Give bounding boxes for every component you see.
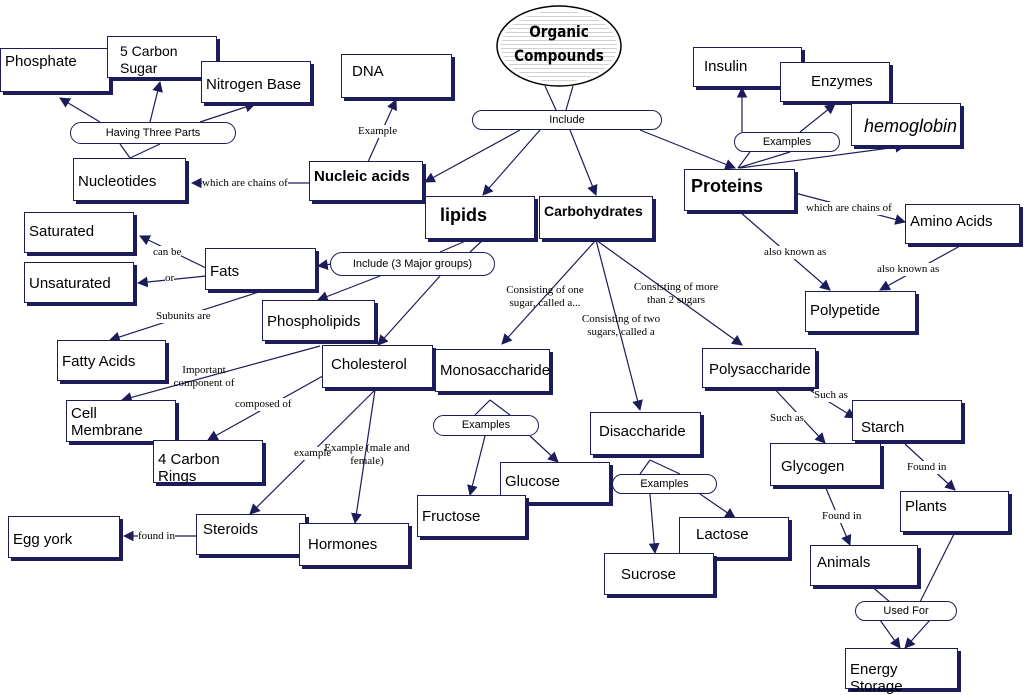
found-in-plants-label: Found in <box>907 461 947 474</box>
egg-york-node: Egg york <box>8 516 120 558</box>
include-pill: Include <box>472 110 662 130</box>
plants-node: Plants <box>900 491 1009 532</box>
include-3-major-groups-pill: Include (3 Major groups) <box>330 252 495 276</box>
polysaccharide-node: Polysaccharide <box>702 348 816 388</box>
composed-of-label: composed of <box>235 398 292 411</box>
lipids-node: lipids <box>425 196 535 239</box>
found-in-egg-label: found in <box>138 530 175 543</box>
monosaccharide-node: Monosaccharide <box>435 349 550 392</box>
which-are-chains-of-nucleotides-label: which are chains of <box>202 177 288 190</box>
starch-node: Starch <box>852 400 962 441</box>
such-as-glycogen-label: Such as <box>770 412 804 425</box>
amino-acids-node: Amino Acids <box>905 204 1020 244</box>
cholesterol-node: Cholesterol <box>322 345 433 388</box>
nucleotides-node: Nucleotides <box>73 158 186 201</box>
fatty-acids-node: Fatty Acids <box>57 340 166 381</box>
animals-node: Animals <box>810 545 918 586</box>
phosphate-node: Phosphate <box>0 48 110 92</box>
found-in-animals-label: Found in <box>822 510 862 523</box>
consisting-one-sugar-label: Consisting of one sugar, called a... <box>506 284 584 309</box>
glycogen-node: Glycogen <box>770 443 881 486</box>
nitrogen-base-node: Nitrogen Base <box>201 61 311 103</box>
enzymes-node: Enzymes <box>780 62 890 102</box>
hormones-node: Hormones <box>299 523 409 566</box>
phospholipids-node: Phospholipids <box>262 300 375 341</box>
five-carbon-sugar-node: 5 Carbon Sugar <box>107 36 217 78</box>
hemoglobin-node: hemoglobin <box>851 103 961 146</box>
can-be-label: can be <box>153 246 182 259</box>
mono-examples-pill: Examples <box>433 415 539 436</box>
lactose-node: Lactose <box>679 517 789 558</box>
or-label: or <box>165 272 175 285</box>
example-hormones-label: Example (male and female) <box>324 442 410 467</box>
energy-storage-node: Energy Storage <box>845 648 958 695</box>
proteins-node: Proteins <box>684 169 795 211</box>
such-as-starch-label: Such as <box>814 389 848 402</box>
having-three-parts-pill: Having Three Parts <box>70 122 236 144</box>
title-line-2: Compounds <box>514 46 604 65</box>
di-examples-pill: Examples <box>612 474 717 494</box>
fats-node: Fats <box>205 248 316 290</box>
steroids-node: Steroids <box>196 514 306 555</box>
disaccharide-node: Disaccharide <box>590 412 701 455</box>
title-line-1: Organic <box>529 22 589 41</box>
unsaturated-node: Unsaturated <box>24 262 134 303</box>
cell-membrane-node: Cell Membrane <box>66 400 176 442</box>
four-carbon-rings-node: 4 Carbon Rings <box>153 440 263 485</box>
title: Organic Compounds <box>505 20 612 68</box>
also-known-as-label-2: also known as <box>877 263 940 276</box>
fructose-node: Fructose <box>417 495 526 537</box>
which-are-chains-of-amino-label: which are chains of <box>806 202 892 215</box>
protein-examples-pill: Examples <box>734 132 840 152</box>
polypetide-node: Polypetide <box>805 291 916 332</box>
nucleic-acids-node: Nucleic acids <box>309 161 423 201</box>
sucrose-node: Sucrose <box>604 553 714 595</box>
consisting-more-label: Consisting of more than 2 sugars <box>633 281 719 306</box>
example-dna-label: Example <box>358 125 398 138</box>
also-known-as-label-1: also known as <box>764 246 827 259</box>
example-steroids-label: example <box>294 447 332 460</box>
saturated-node: Saturated <box>24 212 134 253</box>
consisting-two-sugars-label: Consisting of two sugars, called a <box>581 313 661 338</box>
dna-node: DNA <box>341 54 452 98</box>
used-for-pill: Used For <box>855 601 957 621</box>
carbohydrates-node: Carbohydrates <box>539 196 653 239</box>
important-component-label: Important component of <box>173 364 235 389</box>
subunits-are-label: Subunits are <box>156 310 211 323</box>
